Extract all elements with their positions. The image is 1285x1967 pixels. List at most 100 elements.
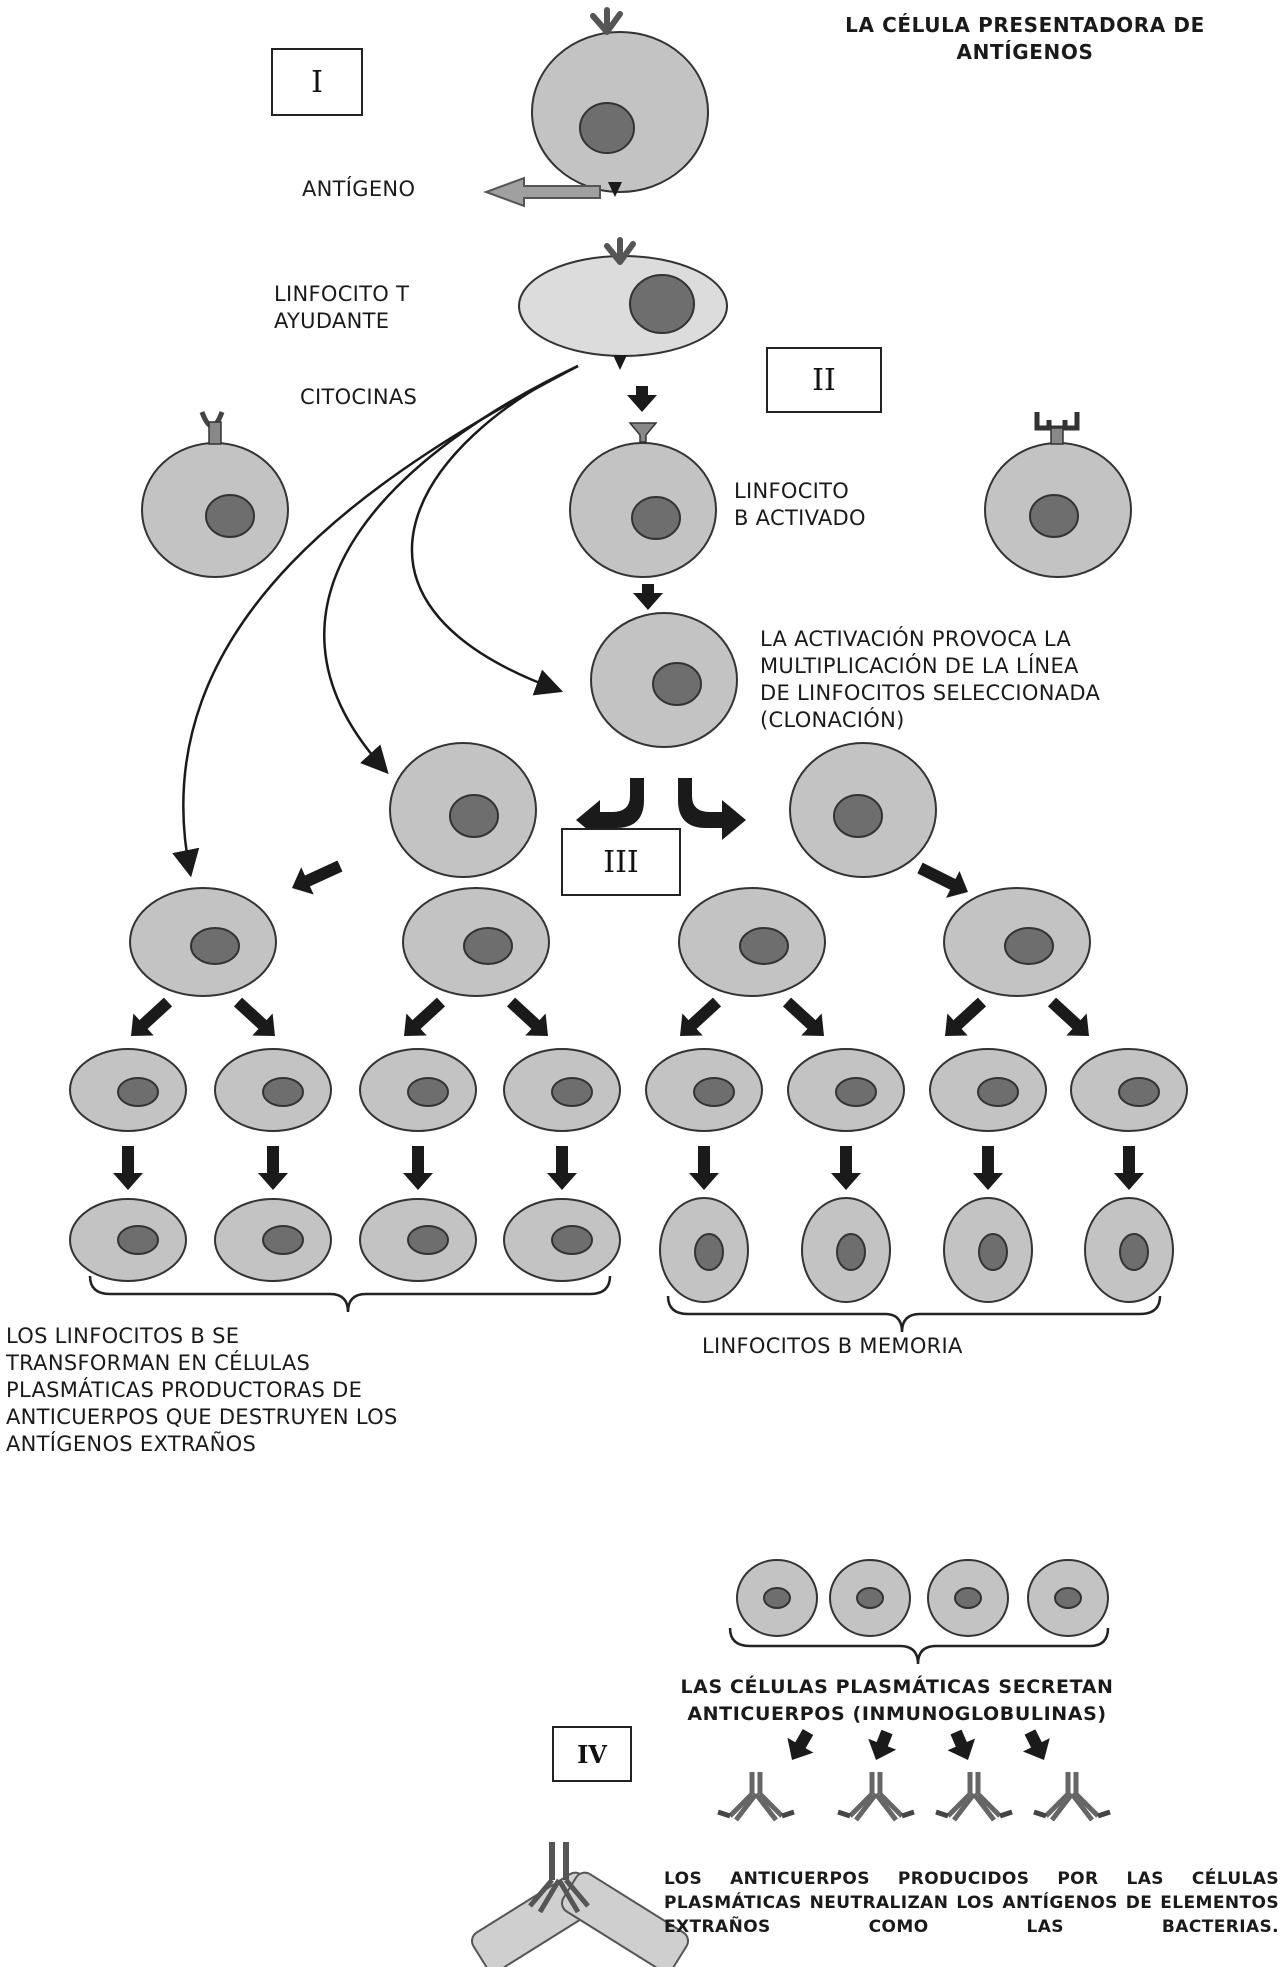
secreting-cell-1-nucleus (763, 1587, 791, 1609)
antibody-2-icon-arms (848, 1792, 904, 1822)
antibody-1-icon-stem (749, 1772, 763, 1794)
stage-ii-box: II (766, 347, 882, 413)
secreting-cell-4 (1027, 1559, 1109, 1637)
arrow-gen2-3-right (782, 997, 824, 1036)
antibody-4-icon-arms (1044, 1792, 1100, 1822)
gen2-cell-4-nucleus (1004, 927, 1054, 965)
gen3-cell-5-nucleus (693, 1077, 735, 1107)
antibody-4-icon-tips (1033, 1809, 1111, 1819)
secreting-cell-2-nucleus (856, 1587, 884, 1609)
antibody-4-icon (1033, 1772, 1111, 1822)
neutralizing-antibody-stem (549, 1842, 569, 1880)
daughter-cell-left (389, 742, 537, 878)
plasma-cell-4 (503, 1198, 621, 1282)
arrow-gen2-2-left (404, 997, 446, 1036)
helper-t-cell (518, 255, 728, 357)
antigen-label: ANTÍGENO (302, 177, 416, 201)
arrow-gen2-4-left (945, 997, 987, 1036)
gen3-cell-6 (787, 1048, 905, 1132)
left-receptor-stem (208, 421, 222, 445)
neutralizing-antibody-icon (528, 1842, 590, 1914)
antibody-3-icon-tips (935, 1809, 1013, 1819)
memory-brace (666, 1295, 1162, 1333)
secreting-cell-2 (829, 1559, 911, 1637)
activated-b-cell (569, 442, 717, 578)
gen2-cell-3-nucleus (739, 927, 789, 965)
memory-cell-3 (943, 1197, 1033, 1303)
activated-b-cell-nucleus (631, 496, 681, 540)
cytokine-curve-3 (410, 364, 579, 696)
b-cell-left (141, 442, 289, 578)
memory-cell-3-nucleus (978, 1233, 1008, 1271)
gen3-cell-2-nucleus (262, 1077, 304, 1107)
gen3-cell-6-nucleus (835, 1077, 877, 1107)
secreting-cell-3 (927, 1559, 1009, 1637)
gen2-cell-2 (402, 887, 550, 997)
gen3-cell-3 (359, 1048, 477, 1132)
antibody-1-icon (717, 1772, 795, 1822)
gen3-cell-4 (503, 1048, 621, 1132)
antibody-1-icon-tips (717, 1809, 795, 1819)
activated-receptor-icon (628, 422, 658, 443)
gen3-cell-4-nucleus (551, 1077, 593, 1107)
gen3-cell-1-nucleus (117, 1077, 159, 1107)
neutralizing-antibody-arms (528, 1878, 590, 1914)
antigen-marker-icon (608, 182, 622, 197)
antibody-3-icon-stem (967, 1772, 981, 1794)
secrete-label: LAS CÉLULAS PLASMÁTICAS SECRETAN ANTICUE… (680, 1676, 1114, 1725)
plasma-cell-1-nucleus (117, 1225, 159, 1255)
plasma-cell-3 (359, 1198, 477, 1282)
gen2-cell-1 (129, 887, 277, 997)
helper-t-cell-nucleus (629, 274, 695, 334)
arrow-gen2-1-left (131, 997, 173, 1036)
antibody-3-icon (935, 1772, 1013, 1822)
arrow-gen2-4-right (1047, 997, 1089, 1036)
arrow-secrete-4 (1022, 1729, 1050, 1760)
cytokines-label: CITOCINAS (300, 385, 418, 409)
memory-cell-4-nucleus (1119, 1233, 1149, 1271)
secreting-brace (728, 1627, 1110, 1665)
antibody-3-icon-arms (946, 1792, 1002, 1822)
clone-cell-nucleus (652, 662, 702, 706)
diagram-title: LA CÉLULA PRESENTADORA DE ANTÍGENOS (845, 13, 1205, 64)
secreting-cell-1 (736, 1559, 818, 1637)
arrow-clone-right (678, 778, 746, 840)
gen3-cell-1 (69, 1048, 187, 1132)
gen2-cell-2-nucleus (463, 927, 513, 965)
arrow-secrete-3 (947, 1729, 976, 1760)
memory-cell-1 (659, 1197, 749, 1303)
arrow-gen2-2-right (506, 997, 548, 1036)
memory-cell-1-nucleus (694, 1233, 724, 1271)
gen2-cell-4 (943, 887, 1091, 997)
arrow-daughter-right-to-gen2 (917, 862, 968, 898)
antigen-arrow-icon (483, 176, 601, 208)
gen3-cell-3-nucleus (407, 1077, 449, 1107)
arrow-daughter-left-to-gen2 (292, 860, 343, 895)
daughter-cell-right (789, 742, 937, 878)
gen3-cell-5 (645, 1048, 763, 1132)
b-cell-right (984, 442, 1132, 578)
plasma-cell-2 (214, 1198, 332, 1282)
arrow-secrete-2 (868, 1729, 897, 1760)
arrow-gen3-7-down (973, 1146, 1003, 1190)
gen2-cell-1-nucleus (190, 927, 240, 965)
b-cell-right-nucleus (1029, 494, 1079, 538)
antibody-1-icon-arms (728, 1792, 784, 1822)
gen3-cell-8-nucleus (1118, 1077, 1160, 1107)
antibody-2-icon (837, 1772, 915, 1822)
secreting-cell-4-nucleus (1054, 1587, 1082, 1609)
plasma-cell-1 (69, 1198, 187, 1282)
activated-b-label: LINFOCITO B ACTIVADO (734, 479, 866, 530)
cytokine-curve-2 (323, 364, 579, 775)
arrow-secrete-1 (787, 1729, 814, 1760)
neutralize-label: LOS ANTICUERPOS PRODUCIDOS POR LAS CÉLUL… (664, 1869, 1279, 1937)
plasma-cell-2-nucleus (262, 1225, 304, 1255)
arrow-gen3-6-down (831, 1146, 861, 1190)
plasma-brace (88, 1275, 612, 1313)
daughter-cell-right-nucleus (833, 794, 883, 838)
arrow-gen3-2-down (258, 1146, 288, 1190)
arrow-gen2-1-right (233, 997, 275, 1036)
memory-cell-2 (801, 1197, 891, 1303)
arrow-gen3-1-down (113, 1146, 143, 1190)
